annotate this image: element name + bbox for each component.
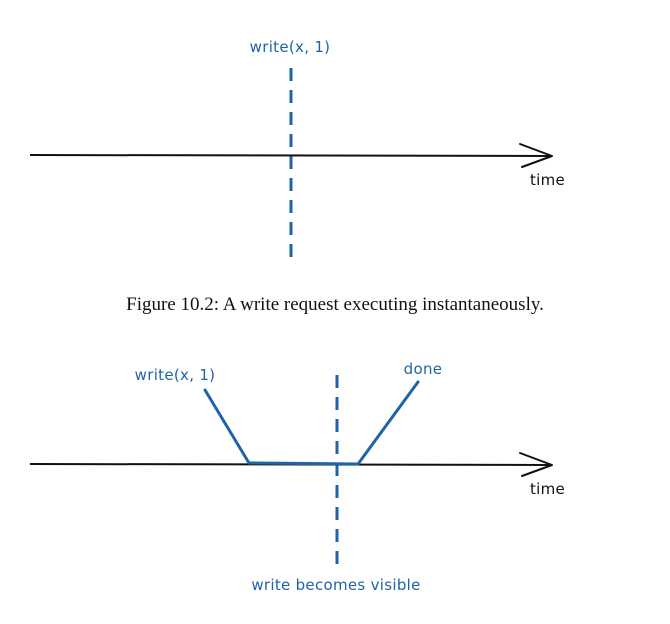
time-axis-line	[29, 154, 553, 157]
time-axis-arrowhead	[519, 143, 553, 168]
figure-caption: Figure 10.2: A write request executing i…	[126, 294, 544, 315]
write-request-label: write(x, 1)	[135, 366, 216, 384]
done-label: done	[404, 360, 443, 378]
request-interval-path	[203, 380, 420, 466]
diagram-instantaneous-write: write(x, 1) time	[0, 0, 670, 290]
time-axis-label: time	[530, 171, 565, 189]
write-request-label: write(x, 1)	[250, 38, 331, 56]
diagram-canvas-top: write(x, 1) time	[29, 38, 565, 262]
write-visible-label: write becomes visible	[251, 576, 420, 594]
diagram-canvas-bottom: write(x, 1) done time write becomes visi…	[29, 360, 565, 594]
diagram-write-interval: write(x, 1) done time write becomes visi…	[0, 330, 670, 619]
time-axis-label: time	[530, 480, 565, 498]
time-axis-arrowhead	[519, 452, 553, 477]
